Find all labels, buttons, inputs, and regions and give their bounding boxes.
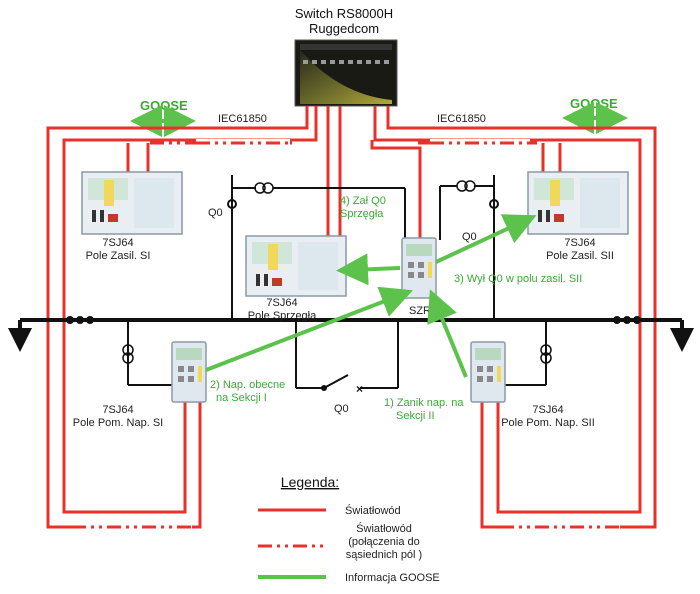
goose-step4-arrow — [336, 253, 401, 286]
szr-label: SZR — [409, 305, 431, 317]
legend-title: Legenda: — [281, 474, 339, 490]
breaker-q0-bottom: Q0 — [334, 403, 349, 415]
legend-fiber-label: Światłowód — [345, 504, 401, 517]
device-meas-sii — [470, 341, 506, 403]
breaker-q0-right: Q0 — [462, 231, 477, 243]
breaker-q0-left: Q0 — [208, 207, 223, 219]
coupler-circuit: × — [122, 175, 552, 396]
legend-fiber-adj-line3: sąsiednich pól ) — [346, 549, 422, 561]
coupler-model: 7SJ64 — [266, 297, 297, 309]
meas-sii-name: Pole Pom. Nap. SII — [501, 417, 595, 429]
switch-device — [294, 39, 398, 107]
protocol-label-right: IEC61850 — [437, 113, 486, 125]
legend-fiber-adj-line1: Światłowód — [356, 522, 412, 535]
meas-si-name: Pole Pom. Nap. SI — [73, 417, 164, 429]
device-meas-si — [171, 341, 207, 403]
svg-text:×: × — [356, 382, 363, 396]
switch-title-line2: Ruggedcom — [309, 21, 379, 36]
step2-line2: na Sekcji I — [216, 392, 267, 404]
meas-sii-model: 7SJ64 — [532, 404, 563, 416]
step2-line1: 2) Nap. obecne — [210, 379, 285, 391]
supply-si-model: 7SJ64 — [102, 237, 133, 249]
step1-line1: 1) Zanik nap. na — [384, 397, 464, 409]
supply-sii-name: Pole Zasil. SII — [546, 250, 614, 262]
device-supply-sii — [527, 171, 629, 235]
fiber-connections — [46, 106, 657, 529]
busbars — [8, 316, 694, 352]
legend: Legenda: Światłowód Światłowód (połączen… — [258, 474, 440, 584]
goose-step3-arrow — [435, 214, 537, 264]
protocol-label-left: IEC61850 — [218, 113, 267, 125]
switch-title-line1: Switch RS8000H — [295, 6, 393, 21]
step3-text: 3) Wył Q0 w polu zasil. SII — [454, 273, 582, 285]
device-coupler — [245, 235, 347, 297]
goose-label-right: GOOSE — [570, 96, 618, 111]
goose-info-arrows — [205, 214, 537, 378]
coupler-name: Pole Sprzęgła — [248, 310, 317, 322]
goose-step2-arrow — [205, 286, 413, 372]
step4-line2: Sprzęgła — [340, 208, 384, 220]
device-szr — [401, 237, 437, 299]
step1-line2: Sekcji II — [396, 410, 435, 422]
step4-line1: 4) Zał Q0 — [340, 195, 386, 207]
goose-label-left: GOOSE — [140, 98, 188, 113]
goose-step1-arrow — [427, 289, 468, 378]
meas-si-model: 7SJ64 — [102, 404, 133, 416]
supply-si-name: Pole Zasil. SI — [86, 250, 151, 262]
legend-goose-label: Informacja GOOSE — [345, 572, 440, 584]
legend-fiber-adj-line2: (połączenia do — [348, 536, 420, 548]
device-supply-si — [81, 171, 183, 235]
supply-sii-model: 7SJ64 — [564, 237, 595, 249]
